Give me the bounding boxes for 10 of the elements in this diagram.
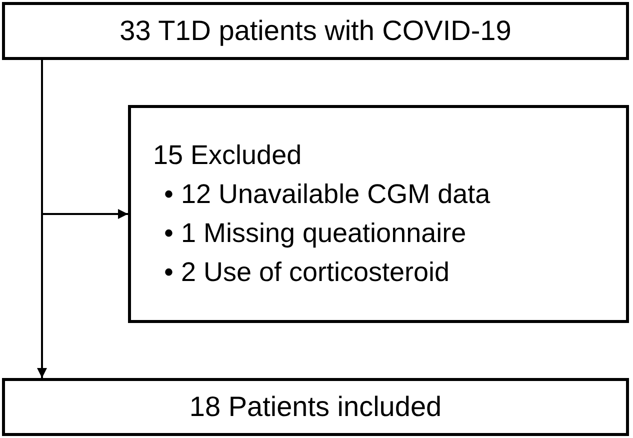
box-label: 18 Patients included <box>189 390 442 424</box>
box-heading: 15 Excluded <box>153 139 302 172</box>
process-box <box>2 2 629 60</box>
arrow <box>37 60 47 378</box>
process-box <box>128 105 629 323</box>
box-label: 33 T1D patients with COVID-19 <box>120 14 512 48</box>
bullet-item: • 2 Use of corticosteroid <box>164 256 450 289</box>
process-box <box>2 378 629 436</box>
bullet-item: • 12 Unavailable CGM data <box>164 178 490 211</box>
bullet-item: • 1 Missing queationnaire <box>164 217 466 250</box>
